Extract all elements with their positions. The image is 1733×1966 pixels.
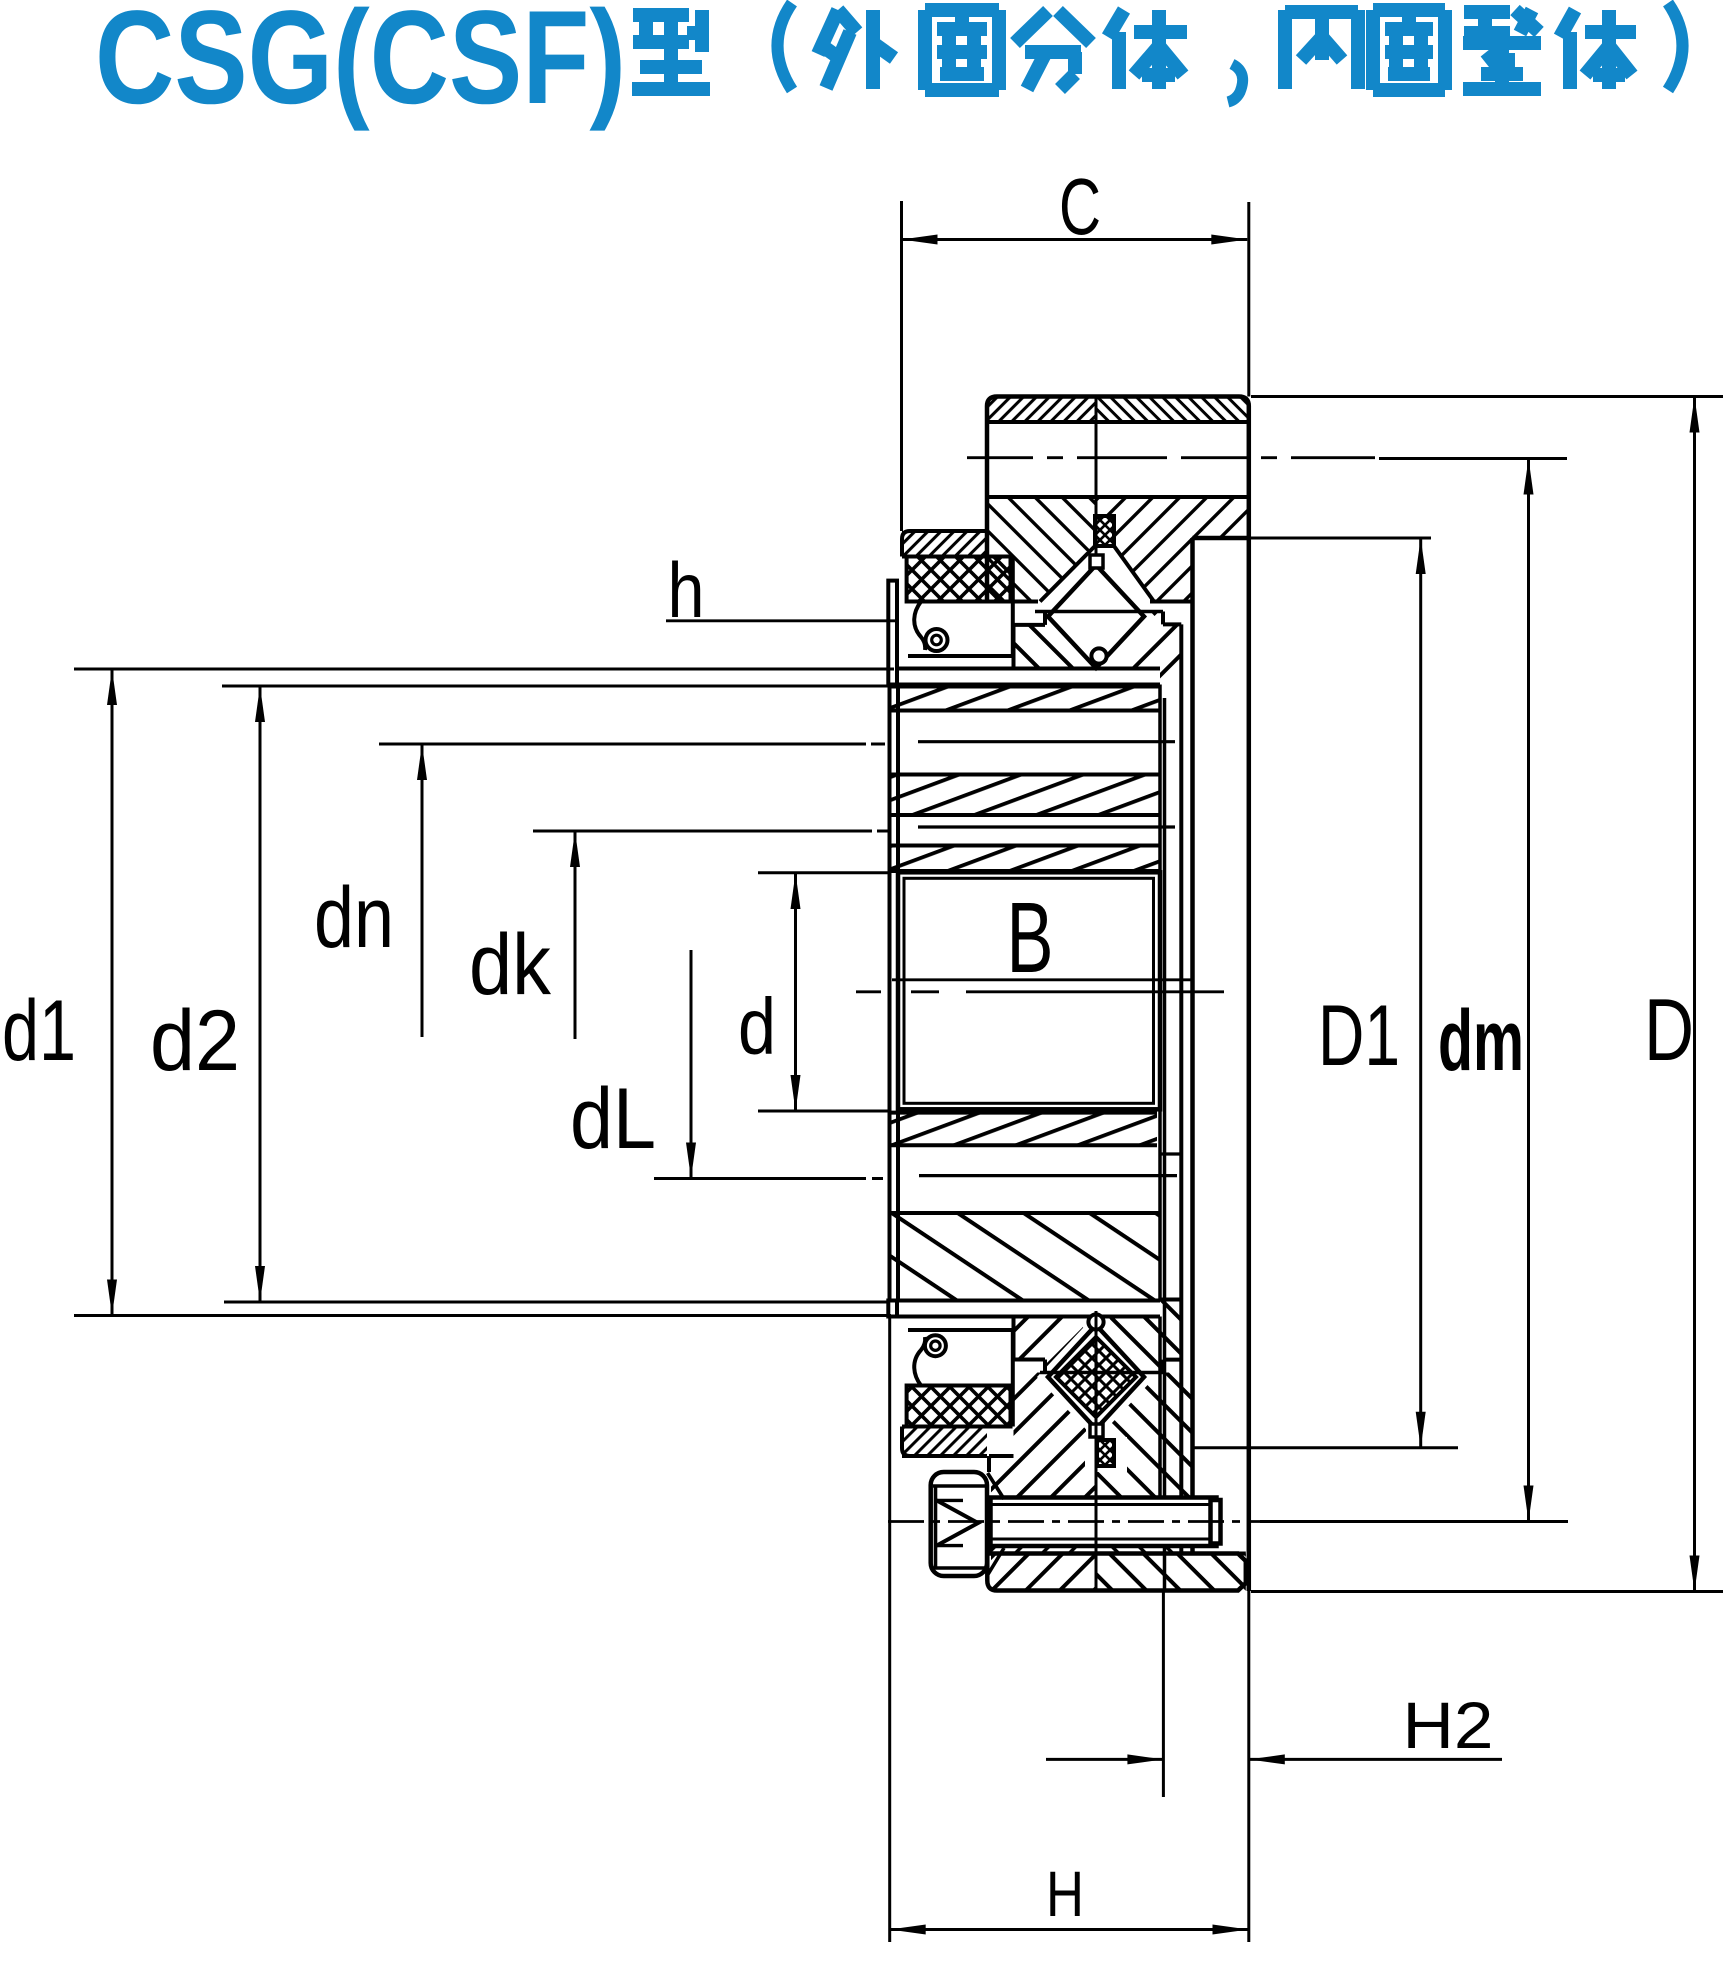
svg-text:H2: H2	[1403, 1688, 1494, 1762]
svg-text:D1: D1	[1318, 988, 1400, 1084]
svg-text:B: B	[1007, 882, 1054, 994]
svg-text:dn: dn	[314, 870, 394, 966]
svg-text:dk: dk	[469, 917, 552, 1013]
svg-text:CSG(CSF): CSG(CSF)	[95, 0, 626, 132]
svg-text:D: D	[1644, 980, 1694, 1079]
svg-text:H: H	[1046, 1858, 1084, 1930]
svg-text:dm: dm	[1438, 993, 1524, 1089]
svg-text:dL: dL	[570, 1071, 656, 1167]
svg-text:d2: d2	[150, 993, 240, 1089]
svg-text:d: d	[738, 982, 776, 1071]
svg-text:d1: d1	[2, 983, 76, 1079]
svg-text:h: h	[668, 546, 705, 634]
svg-text:C: C	[1059, 162, 1101, 251]
